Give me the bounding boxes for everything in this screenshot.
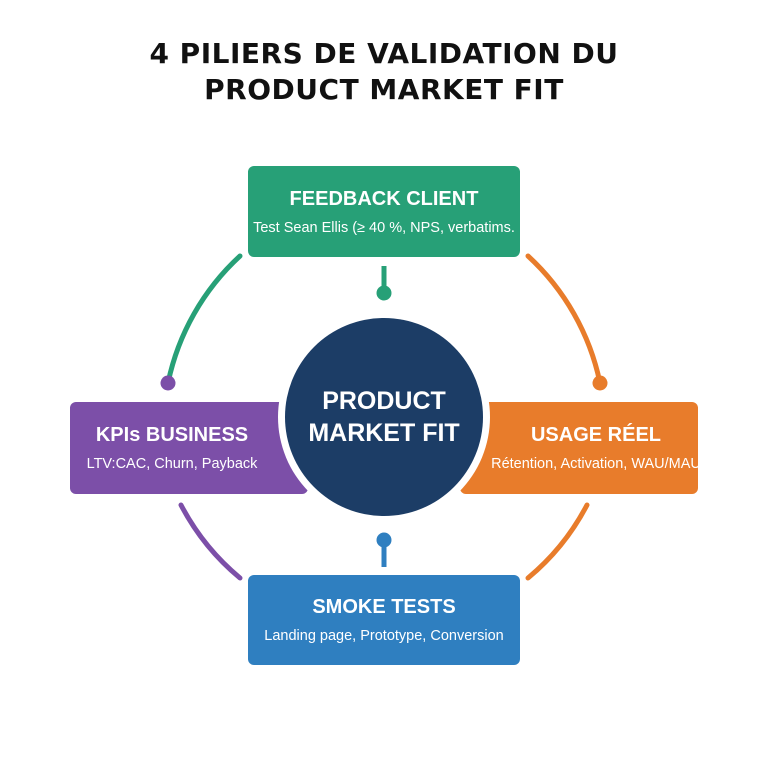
pillar-kpis-business: KPIs BUSINESS LTV:CAC, Churn, Payback bbox=[70, 402, 308, 494]
central-hub-circle: PRODUCT MARKET FIT bbox=[285, 318, 483, 516]
hub-label-line-2: MARKET FIT bbox=[308, 419, 460, 447]
pillar-title: KPIs BUSINESS bbox=[95, 424, 249, 446]
diagram-title-line-2: PRODUCT MARKET FIT bbox=[204, 73, 564, 106]
pillar-subtitle: Landing page, Prototype, Conversion bbox=[264, 628, 504, 644]
arc-green bbox=[165, 253, 243, 386]
pillar-subtitle: Test Sean Ellis (≥ 40 %, NPS, verbatims. bbox=[253, 219, 515, 236]
pillar-title: USAGE RÉEL bbox=[530, 424, 662, 446]
pillar-title: FEEDBACK CLIENT bbox=[289, 187, 479, 210]
pillar-smoke-tests: SMOKE TESTS Landing page, Prototype, Con… bbox=[248, 575, 520, 665]
pillar-feedback-client: FEEDBACK CLIENT Test Sean Ellis (≥ 40 %,… bbox=[248, 166, 520, 257]
dot-stem-top bbox=[376, 285, 392, 301]
dot-orange-right bbox=[592, 375, 608, 391]
diagram-title: 4 PILIERS DE VALIDATION DU PRODUCT MARKE… bbox=[0, 36, 768, 108]
pillar-subtitle: Rétention, Activation, WAU/MAU bbox=[491, 456, 701, 472]
dot-green-left bbox=[160, 375, 176, 391]
diagram-title-line-1: 4 PILIERS DE VALIDATION DU bbox=[149, 37, 619, 70]
hub-label-line-1: PRODUCT bbox=[322, 387, 446, 415]
pillar-subtitle: LTV:CAC, Churn, Payback bbox=[86, 456, 258, 472]
arc-purple bbox=[178, 502, 243, 581]
arc-orange bbox=[525, 253, 603, 386]
pillar-usage-reel: USAGE RÉEL Rétention, Activation, WAU/MA… bbox=[460, 402, 701, 494]
pillar-title: SMOKE TESTS bbox=[312, 596, 456, 618]
arc-orange-lower bbox=[525, 502, 590, 581]
